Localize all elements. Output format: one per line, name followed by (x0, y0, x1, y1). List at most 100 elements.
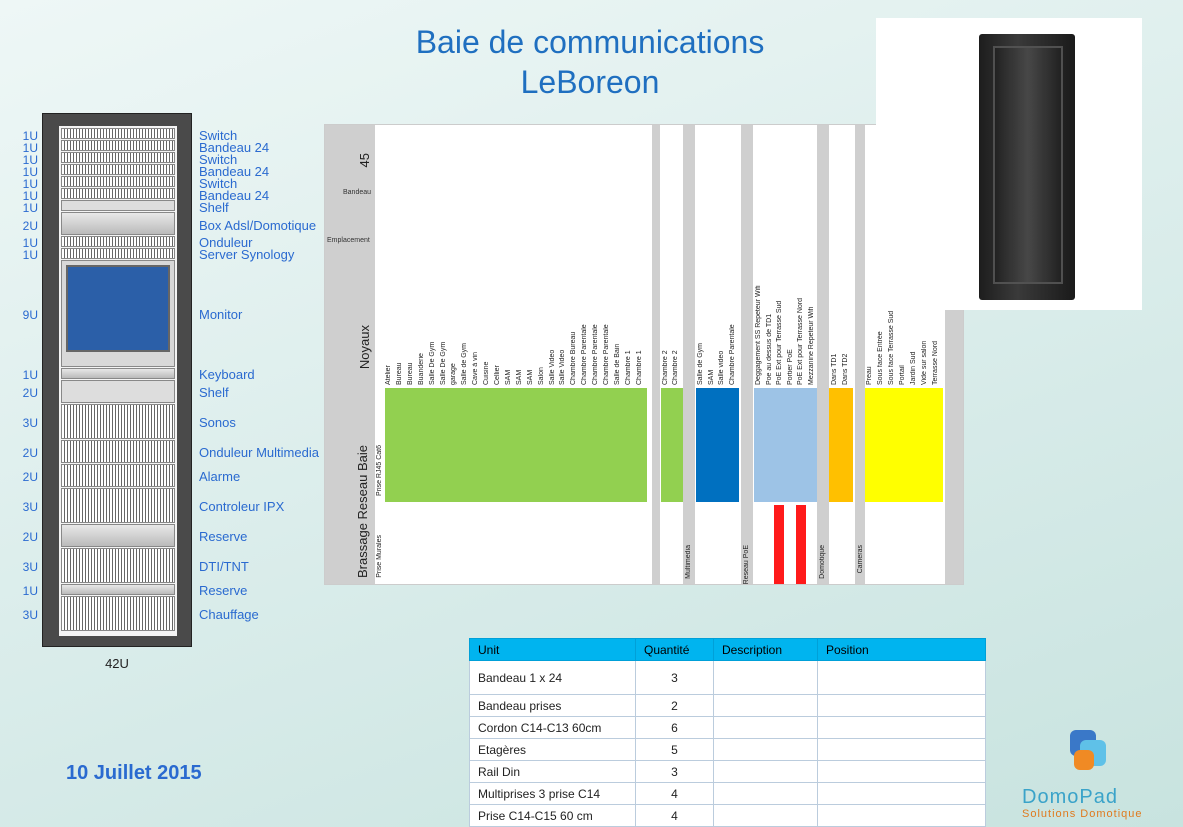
room-label: Portier PoE (786, 349, 794, 385)
section-domotique: Domotique (819, 545, 826, 579)
unit-description-label: Switch (199, 176, 238, 191)
rack-unit (61, 212, 175, 235)
room-label: garage (450, 363, 458, 385)
rack-unit (61, 176, 175, 187)
cell-position (817, 782, 986, 805)
cell-quantite: 4 (635, 782, 714, 805)
unit-size-label: 3U (22, 560, 38, 574)
unit-description-label: Bandeau 24 (199, 188, 270, 203)
rack-unit (61, 548, 175, 583)
room-label: Salle De Gym (439, 341, 447, 385)
rack-unit (61, 596, 175, 631)
room-label: Deggagement SS Repeteur Wifi (755, 285, 762, 385)
room-label: Bureau (395, 362, 403, 385)
room-label: Salle video (718, 350, 725, 385)
rack-unit (61, 488, 175, 523)
room-label: Salle de Bain (613, 343, 621, 385)
room-label: PoE Ext pour Terrasse Nord (797, 297, 804, 385)
room-label: Buanderie (417, 353, 425, 385)
table-header-row: Unit Quantité Description Position (469, 638, 986, 661)
cell-unit: Multiprises 3 prise C14 (469, 782, 636, 805)
room-label: Chambre Parentale (728, 324, 736, 385)
row-label-45: 45 (357, 153, 372, 168)
room-label: Atelier (385, 365, 392, 385)
block-cameras (865, 388, 943, 502)
col-description: Description (713, 638, 818, 661)
unit-size-label: 2U (22, 530, 38, 544)
unit-description-label: Alarme (199, 469, 241, 484)
cell-unit: Bandeau prises (469, 694, 636, 717)
title-line-2: LeBoreon (520, 64, 660, 100)
unit-description-label: Switch (199, 128, 238, 143)
unit-description-label: Onduleur (199, 235, 253, 250)
unit-size-label: 1U (22, 177, 38, 191)
cell-description (713, 782, 818, 805)
cell-unit: Rail Din (469, 760, 636, 783)
unit-size-label: 1U (22, 584, 38, 598)
unit-size-label: 1U (22, 248, 38, 262)
cell-position (817, 760, 986, 783)
room-label: Chambre Parentale (581, 324, 589, 385)
room-label: SAM (515, 369, 523, 385)
room-label: Salle De Gym (428, 341, 436, 385)
page-title: Baie de communications LeBoreon (300, 22, 880, 102)
unit-description-label: Shelf (199, 200, 229, 215)
room-label: Cellier (494, 365, 501, 385)
unit-size-label: 1U (22, 129, 38, 143)
rack-unit (61, 464, 175, 487)
room-label: Salle de Gym (461, 342, 469, 385)
cell-position (817, 660, 986, 695)
room-label: SAM (526, 369, 534, 385)
unit-description-label: Keyboard (199, 367, 255, 382)
unit-size-label: 3U (22, 500, 38, 514)
rack-unit (61, 584, 175, 595)
cabinet-glass-door (993, 46, 1063, 284)
room-label: Chambre 2 (662, 350, 669, 385)
unit-size-label: 1U (22, 201, 38, 215)
section-cameras: Cameras (857, 545, 864, 574)
monitor-screen (66, 265, 170, 352)
col-position: Position (817, 638, 986, 661)
chart-separator (652, 125, 660, 584)
room-label: Mezzanine Repeteur Wifi (807, 306, 815, 385)
equipment-table: Unit Quantité Description Position Bande… (469, 638, 986, 827)
unit-size-label: 2U (22, 446, 38, 460)
cell-quantite: 3 (635, 760, 714, 783)
unit-description-label: Shelf (199, 385, 229, 400)
col-unit: Unit (469, 638, 636, 661)
unit-size-label: 1U (22, 189, 38, 203)
unit-description-label: Bandeau 24 (199, 164, 270, 179)
row-label-bandeau: Bandeau (343, 189, 372, 196)
unit-description-label: Chauffage (199, 607, 259, 622)
rack-unit (61, 128, 175, 139)
rack-unit (61, 140, 175, 151)
block-domotique (829, 388, 853, 502)
unit-description-label: DTI/TNT (199, 559, 249, 574)
cell-description (713, 694, 818, 717)
unit-description-label: Sonos (199, 415, 236, 430)
unit-description-label: Monitor (199, 307, 243, 322)
cell-unit: Bandeau 1 x 24 (469, 660, 636, 695)
logo-name: DomoPad (1022, 786, 1118, 808)
rack-diagram (42, 113, 192, 647)
patch-panel-chart: 45 Bandeau Emplacement Noyaux Brassage R… (324, 124, 964, 585)
unit-size-label: 2U (22, 470, 38, 484)
rack-unit (61, 236, 175, 247)
room-label: PoE Ext pour Terrasse Sud (776, 300, 783, 385)
section-poe: Reseau PoE (743, 545, 750, 585)
rack-unit (61, 260, 175, 367)
room-label: Chambre 1 (624, 350, 632, 385)
section-murales: Prise Murales (376, 535, 383, 578)
block-poe (754, 388, 817, 502)
unit-description-label: Switch (199, 152, 238, 167)
cell-description (713, 660, 818, 695)
block-multimedia (696, 388, 739, 502)
row-label-brassage: Brassage Reseau Baie (355, 445, 370, 578)
unit-size-label: 9U (22, 308, 38, 322)
